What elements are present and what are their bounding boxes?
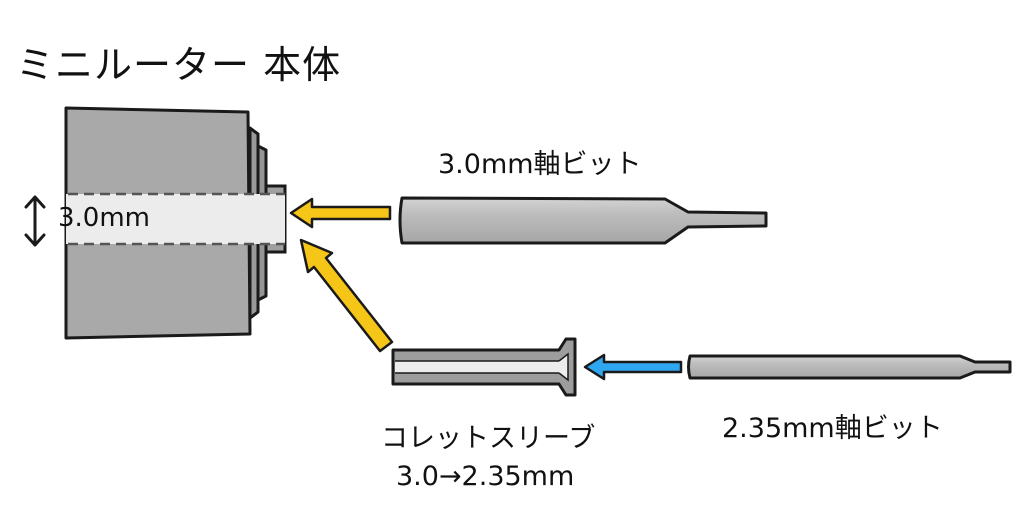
vertical-double-arrow-icon xyxy=(24,195,46,247)
router-body xyxy=(64,106,287,340)
bit-2-35mm-shape xyxy=(687,354,1012,380)
page-title: ミニルーター 本体 xyxy=(16,43,342,87)
collet-sleeve-label: コレットスリーブ xyxy=(381,423,596,454)
collet-range-label: 3.0→2.35mm xyxy=(396,461,575,492)
arrow-up-left-icon xyxy=(299,238,394,353)
bit-2-35mm-label: 2.35mm軸ビット xyxy=(722,413,943,444)
arrow-left-icon xyxy=(583,353,683,381)
yellow-arrow-diagonal xyxy=(299,238,394,353)
bit-3-0mm-shape xyxy=(398,196,768,245)
yellow-arrow-straight xyxy=(289,197,392,229)
collet-sleeve xyxy=(391,337,577,397)
bit-3-0mm-label: 3.0mm軸ビット xyxy=(438,149,642,180)
router-bore xyxy=(66,194,285,244)
bit-3-0mm xyxy=(398,196,768,245)
collet-sleeve-bore xyxy=(395,361,559,373)
bore-diameter-label: 3.0mm xyxy=(58,203,151,233)
bit-2-35mm xyxy=(687,354,1012,380)
blue-arrow xyxy=(583,353,683,381)
arrow-left-icon xyxy=(289,197,392,229)
